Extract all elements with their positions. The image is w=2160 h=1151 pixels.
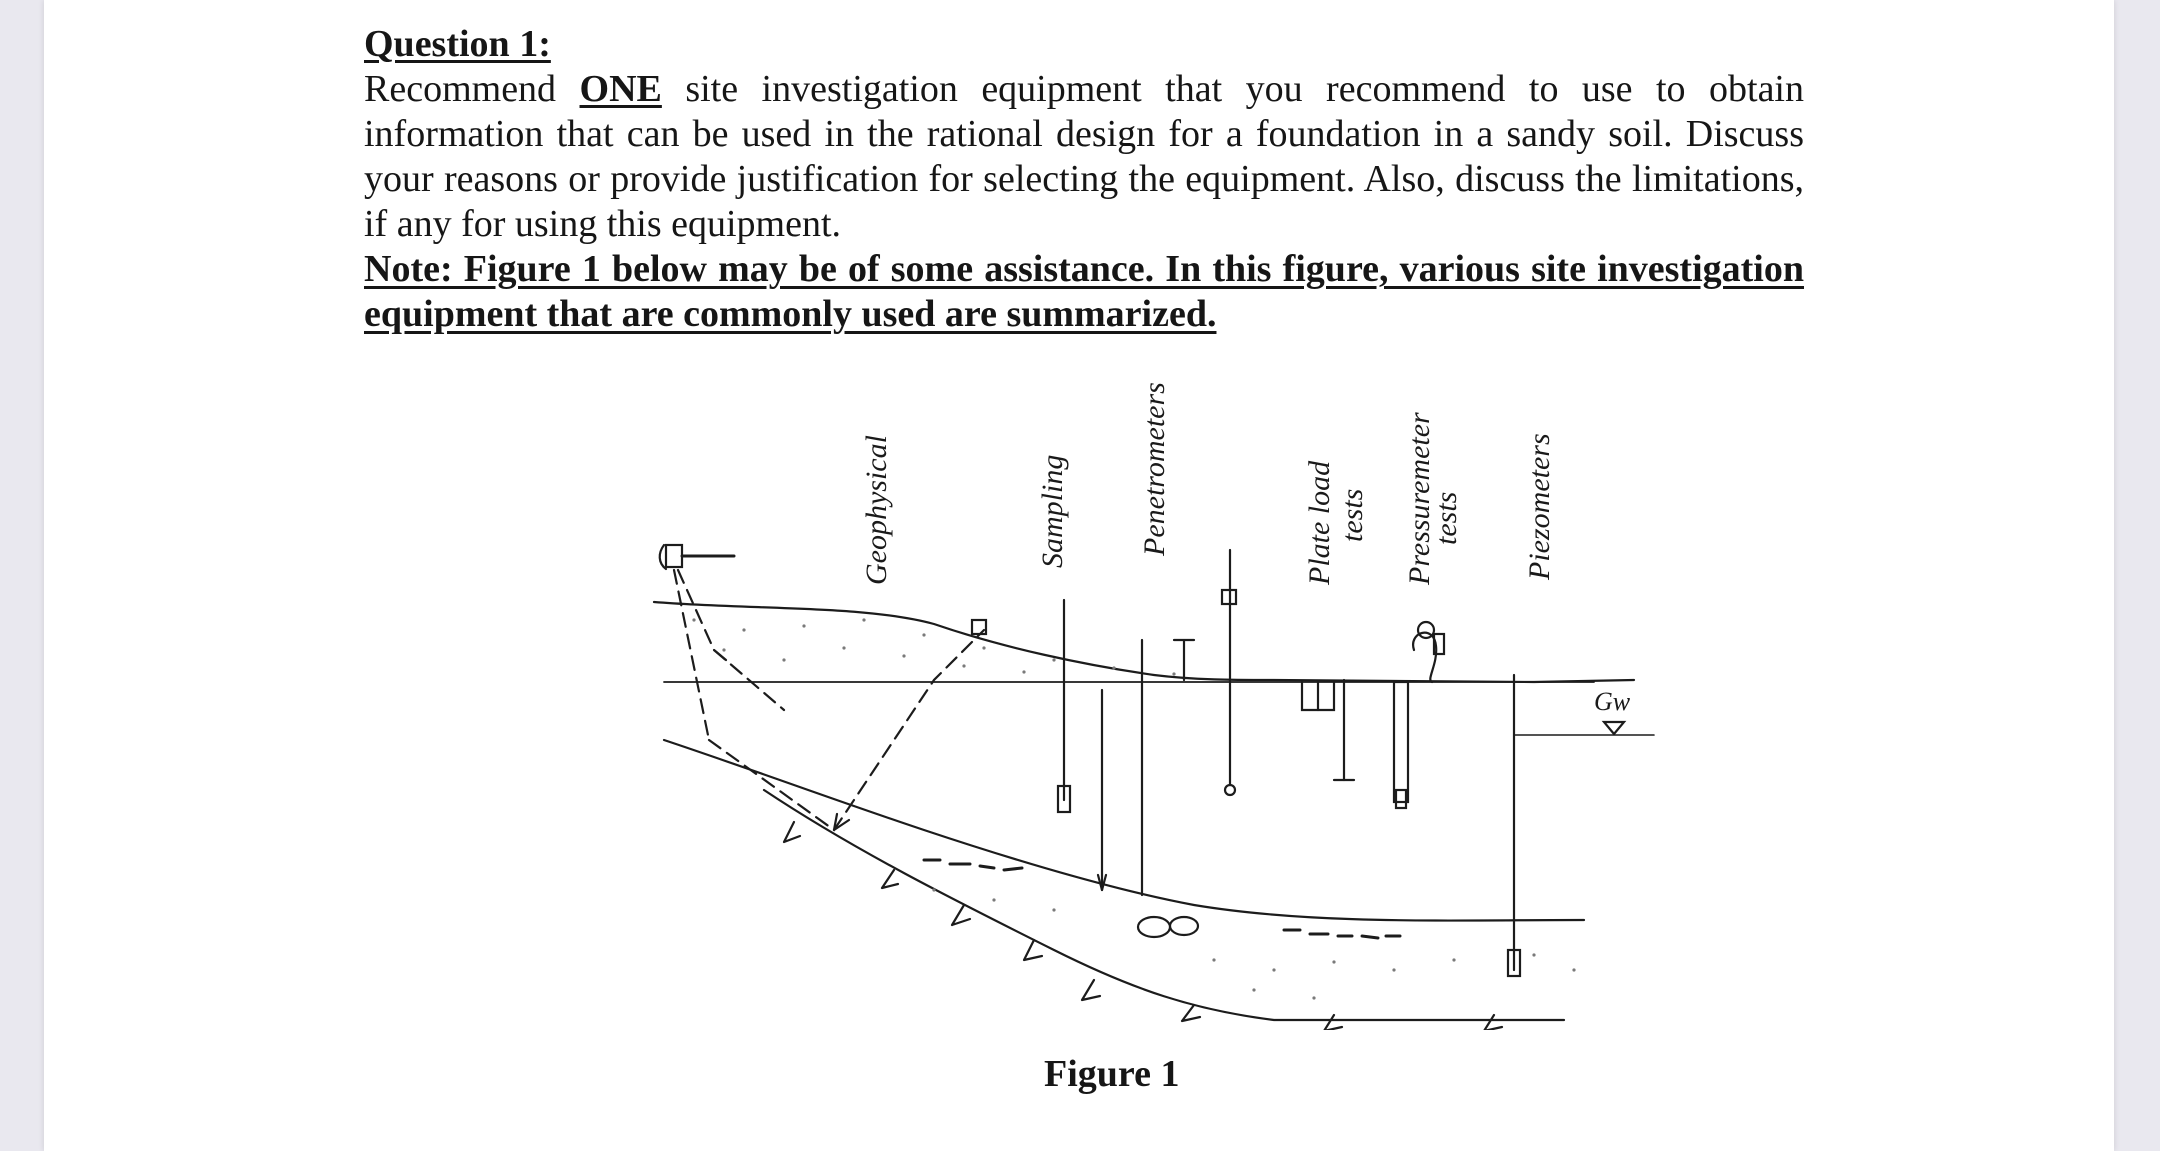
label-geophysical: Geophysical <box>860 435 893 585</box>
label-sampling: Sampling <box>1036 455 1069 568</box>
question-block: Question 1: Recommend ONE site investiga… <box>364 22 1804 337</box>
label-pressuremeter-tests: tests <box>1430 492 1463 545</box>
label-pressuremeter: Pressuremeter <box>1403 412 1436 586</box>
question-text-start: Recommend <box>364 68 557 110</box>
question-note: Note: Figure 1 below may be of some assi… <box>364 248 1804 335</box>
label-plate-load: Plate load <box>1303 460 1336 586</box>
document-page: Question 1: Recommend ONE site investiga… <box>44 0 2114 1151</box>
question-text-rest: site investigation equipment that you re… <box>364 68 1804 245</box>
label-penetrometers: Penetrometers <box>1138 382 1171 557</box>
question-emphasis: ONE <box>579 68 662 110</box>
site-investigation-figure: Geophysical Sampling Penetrometers Plate… <box>652 382 1655 1030</box>
ground-surface <box>652 600 1636 684</box>
figure-caption: Figure 1 <box>1044 1053 1180 1095</box>
label-piezometers: Piezometers <box>1523 433 1556 581</box>
rock-upper-boundary <box>662 738 1586 922</box>
question-title: Question 1: <box>364 23 551 65</box>
question-body: Recommend ONE site investigation equipme… <box>364 67 1804 247</box>
label-groundwater: Gw <box>1594 687 1631 716</box>
label-plate-load-tests: tests <box>1336 489 1369 542</box>
rock-lower-boundary <box>762 788 1566 1022</box>
